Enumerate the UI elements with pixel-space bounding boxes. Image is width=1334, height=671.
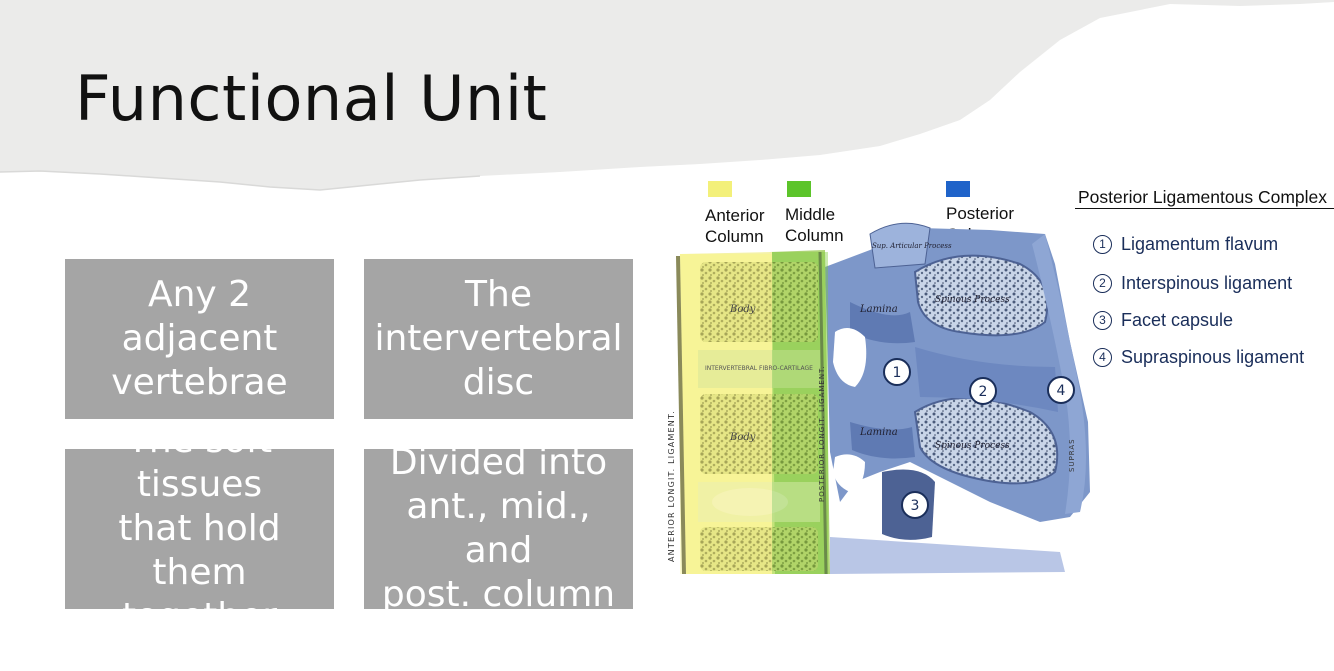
concept-box-adjacent-vertebrae: Any 2 adjacent vertebrae — [65, 259, 334, 419]
marker-4: 4 — [1048, 377, 1074, 403]
marker-1: 1 — [884, 359, 910, 385]
legend-label: Facet capsule — [1121, 310, 1233, 331]
legend-number: 2 — [1093, 274, 1112, 293]
legend-item-supraspinous-ligament: 4 Supraspinous ligament — [1093, 345, 1304, 369]
lamina-lower-label: Lamina — [859, 427, 898, 438]
marker-3-number: 3 — [911, 498, 920, 514]
box-text: The soft tissues that hold them together — [71, 419, 328, 639]
articular-label: Sup. Articular Process — [872, 242, 952, 250]
concept-box-columns: Divided into ant., mid., and post. colum… — [364, 449, 633, 609]
legend-number: 3 — [1093, 311, 1112, 330]
marker-2-number: 2 — [979, 384, 988, 400]
body-lower-label: Body — [729, 432, 756, 443]
marker-1-number: 1 — [893, 365, 902, 381]
posterior-ligament-label: POSTERIOR LONGIT. LIGAMENT. — [818, 365, 826, 502]
legend-label: Ligamentum flavum — [1121, 234, 1278, 255]
supraspinous-label: SUPRAS — [1068, 438, 1076, 472]
spinous-upper-label: Spinous Process — [935, 295, 1010, 305]
marker-4-number: 4 — [1057, 383, 1066, 399]
spine-sagittal-diagram: ANTERIOR LONGIT. LIGAMENT. POSTERIOR LON… — [660, 172, 1100, 582]
box-text: Any 2 adjacent vertebrae — [71, 273, 328, 405]
legend-item-interspinous-ligament: 2 Interspinous ligament — [1093, 271, 1292, 295]
spinous-lower-label: Spinous Process — [935, 441, 1010, 451]
marker-2: 2 — [970, 378, 996, 404]
legend-item-facet-capsule: 3 Facet capsule — [1093, 308, 1233, 332]
anterior-ligament-label: ANTERIOR LONGIT. LIGAMENT. — [667, 410, 676, 562]
complex-title: Posterior Ligamentous Complex — [1078, 187, 1327, 208]
box-text: The intervertebral disc — [374, 273, 622, 405]
legend-number: 4 — [1093, 348, 1112, 367]
concept-box-intervertebral-disc: The intervertebral disc — [364, 259, 633, 419]
body-upper-label: Body — [729, 304, 756, 315]
marker-3: 3 — [902, 492, 928, 518]
legend-item-ligamentum-flavum: 1 Ligamentum flavum — [1093, 232, 1278, 256]
box-text: Divided into ant., mid., and post. colum… — [370, 441, 627, 617]
complex-title-rule — [1075, 208, 1334, 209]
disc-label: INTERVERTEBRAL FIBRO-CARTILAGE — [705, 365, 813, 372]
slide-title: Functional Unit — [75, 62, 547, 135]
legend-label: Supraspinous ligament — [1121, 347, 1304, 368]
legend-number: 1 — [1093, 235, 1112, 254]
lamina-upper-label: Lamina — [859, 304, 898, 315]
concept-box-soft-tissues: The soft tissues that hold them together — [65, 449, 334, 609]
legend-label: Interspinous ligament — [1121, 273, 1292, 294]
